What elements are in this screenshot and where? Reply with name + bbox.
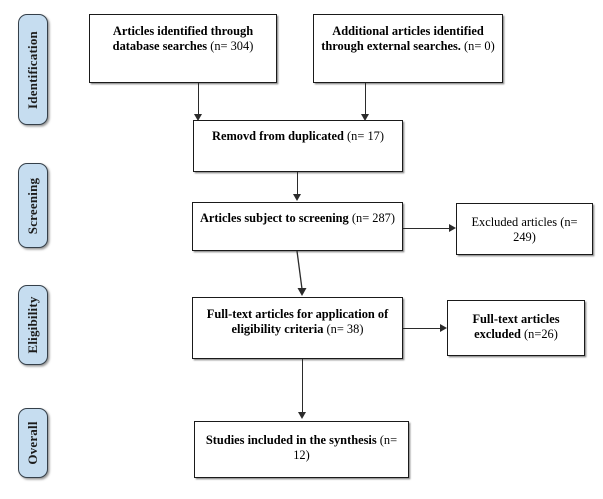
arrowhead-external-to-duplicates — [361, 114, 369, 121]
box-duplicates-removed-title: Removd from duplicated — [212, 129, 344, 143]
box-studies-included: Studies included in the synthesis (n= 12… — [194, 421, 409, 478]
box-fulltext-excluded: Full-text articles excluded (n=26) — [447, 300, 585, 356]
stage-pill-screening: Screening — [18, 163, 48, 248]
stage-pill-identification: Identification — [18, 14, 48, 125]
box-external-searches-count: (n= 0) — [464, 38, 495, 53]
box-excluded-articles: Excluded articles (n= 249) — [456, 203, 593, 255]
connector-screening-to-excluded — [403, 228, 450, 229]
box-fulltext-eligibility-count: (n= 38) — [326, 321, 364, 336]
box-database-searches-count: (n= 304) — [210, 38, 254, 53]
box-external-searches-title: Additional articles identified through e… — [321, 24, 484, 53]
box-articles-screened-title: Articles subject to screening — [199, 211, 349, 225]
connector-eligibility-to-excluded — [403, 328, 441, 329]
arrowhead-duplicates-to-screening — [293, 194, 301, 201]
connector-screening-to-eligibility — [296, 250, 307, 296]
connector-db-to-duplicates — [198, 83, 199, 116]
box-duplicates-removed: Removd from duplicated (n= 17) — [193, 120, 403, 172]
box-fulltext-eligibility: Full-text articles for application of el… — [192, 297, 403, 359]
arrowhead-screening-to-excluded — [449, 223, 456, 232]
box-external-searches: Additional articles identified through e… — [313, 14, 503, 83]
box-studies-included-count: (n= 12) — [293, 433, 398, 462]
box-database-searches-title: Articles identified through database sea… — [112, 24, 254, 53]
box-studies-included-title: Studies included in the synthesis — [205, 433, 377, 447]
connector-duplicates-to-screening — [297, 172, 298, 195]
arrowhead-eligibility-to-included — [298, 412, 306, 419]
box-fulltext-eligibility-title: Full-text articles for application of el… — [206, 307, 389, 336]
stage-pill-overall: Overall — [18, 408, 48, 478]
arrowhead-eligibility-to-excluded — [440, 323, 447, 332]
stage-label-screening: Screening — [25, 177, 40, 234]
connector-external-to-duplicates — [365, 83, 366, 116]
stage-label-eligibility: Eligibility — [25, 296, 40, 354]
box-duplicates-removed-count: (n= 17) — [347, 129, 384, 143]
stage-label-identification: Identification — [25, 30, 40, 109]
connector-eligibility-to-included — [302, 359, 303, 414]
box-excluded-articles-label: Excluded articles (n= 249) — [471, 215, 578, 244]
stage-pill-eligibility: Eligibility — [18, 285, 48, 365]
box-database-searches: Articles identified through database sea… — [89, 14, 277, 83]
box-fulltext-excluded-title: Full-text articles excluded — [472, 312, 560, 341]
box-articles-screened-count: (n= 287) — [351, 211, 395, 225]
stage-label-overall: Overall — [25, 421, 40, 465]
arrowhead-db-to-duplicates — [194, 114, 202, 121]
box-fulltext-excluded-count: (n=26) — [524, 326, 558, 341]
box-articles-screened: Articles subject to screening (n= 287) — [192, 202, 403, 251]
